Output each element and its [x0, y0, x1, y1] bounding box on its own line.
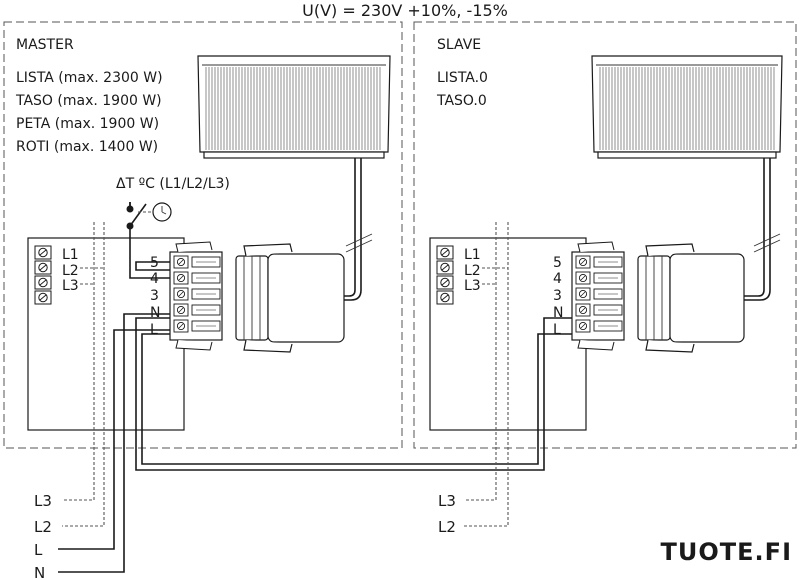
- slave-terminal-n: N: [553, 305, 563, 321]
- supply-right-l2: L2: [438, 518, 456, 536]
- master-mode-list: LISTA (max. 2300 W) TASO (max. 1900 W) P…: [15, 70, 163, 155]
- slave-mode-taso: TASO.0: [436, 93, 487, 109]
- slave-terminal-4: 4: [553, 271, 562, 287]
- thermostat-switch-icon: [126, 202, 172, 230]
- master-mode-peta: PETA (max. 1900 W): [16, 116, 159, 132]
- master-supply-labels: L3 L2 L N: [34, 492, 52, 580]
- slave-supply-l2-line: [464, 222, 509, 527]
- master-supply-l-line: [58, 329, 170, 550]
- master-terminal-n: N: [150, 305, 160, 321]
- master-terminal-block: [169, 241, 223, 351]
- supply-left-l2: L2: [34, 518, 52, 536]
- slave-supply-l3-line: [464, 222, 497, 501]
- master-frame: [3, 21, 403, 449]
- slave-terminal-3: 3: [553, 288, 562, 304]
- interconnect-l-line: [141, 333, 572, 465]
- slave-title: SLAVE: [437, 37, 481, 53]
- master-mode-taso: TASO (max. 1900 W): [15, 93, 162, 109]
- master-mode-lista: LISTA (max. 2300 W): [16, 70, 163, 86]
- master-switch-wire: [129, 226, 170, 279]
- slave-heater-icon: [591, 55, 783, 159]
- master-mode-roti: ROTI (max. 1400 W): [16, 139, 158, 155]
- slave-mode-lista: LISTA.0: [437, 70, 488, 86]
- slave-phase-l2: L2: [464, 263, 481, 279]
- slave-frame: [413, 21, 797, 449]
- slave-terminal-block: [571, 241, 625, 351]
- thermostat-label: ΔT ºC (L1/L2/L3): [116, 176, 230, 192]
- brand-logo: TUOTE.FI: [661, 538, 792, 566]
- master-terminal-3: 3: [150, 288, 159, 304]
- supply-left-l3: L3: [34, 492, 52, 510]
- master-phase-l3: L3: [62, 278, 79, 294]
- slave-terminal-labels: 5 4 3 N L: [553, 255, 563, 338]
- master-supply-n-line: [58, 313, 170, 573]
- master-title: MASTER: [16, 37, 74, 53]
- master-phase-l1: L1: [62, 247, 79, 263]
- interconnect-n-line: [135, 317, 572, 471]
- slave-phase-l1: L1: [464, 247, 481, 263]
- supply-left-n: N: [34, 564, 45, 580]
- supply-voltage-label: U(V) = 230V +10%, -15%: [302, 1, 508, 20]
- master-heater-icon: [197, 55, 391, 159]
- slave-plug-icon: [637, 243, 745, 353]
- master-phase-l2: L2: [62, 263, 79, 279]
- slave-terminal-5: 5: [553, 255, 562, 271]
- slave-terminal-l: L: [553, 322, 561, 338]
- slave-supply-labels: L3 L2: [438, 492, 456, 536]
- master-terminal-5: 5: [150, 255, 159, 271]
- master-supply-l3-line: [62, 222, 95, 501]
- supply-right-l3: L3: [438, 492, 456, 510]
- slave-mode-list: LISTA.0 TASO.0: [436, 70, 488, 109]
- slave-heater-cable: [742, 158, 765, 297]
- master-heater-cable: [342, 158, 356, 297]
- supply-left-l: L: [34, 541, 43, 559]
- master-terminal-4: 4: [150, 271, 159, 287]
- master-plug-icon: [235, 243, 345, 353]
- slave-phase-l3: L3: [464, 278, 481, 294]
- master-supply-l2-line: [62, 222, 105, 527]
